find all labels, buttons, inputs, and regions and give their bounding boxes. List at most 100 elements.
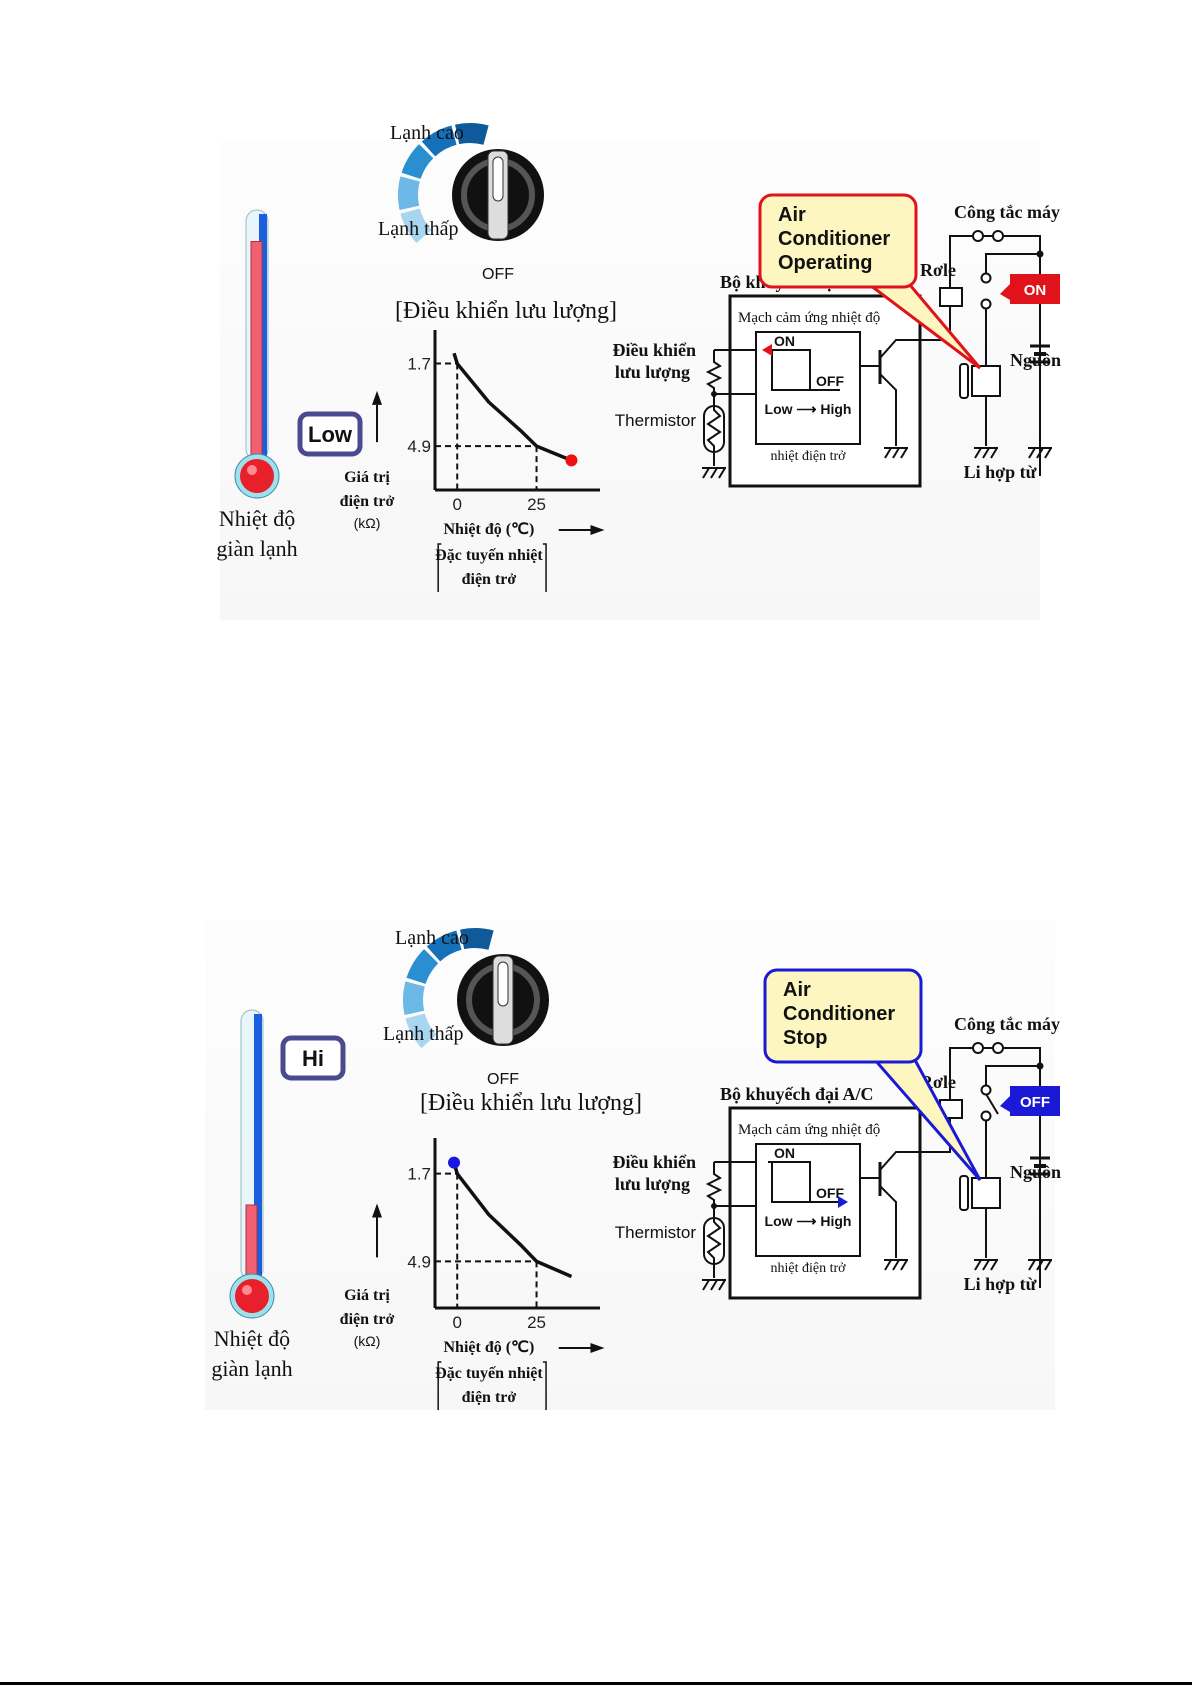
thermistor-ground xyxy=(702,1279,726,1291)
chart-series-line xyxy=(452,352,573,462)
sensing-circuit-label: Mạch cảm ứng nhiệt độ xyxy=(738,1122,880,1138)
clutch-ground xyxy=(974,1259,998,1271)
dial-scale-segment xyxy=(460,928,494,950)
chart-y-label-line1: Giá trị xyxy=(344,469,390,486)
dial-scale-segment xyxy=(406,949,439,984)
chart-caption-bracket-right xyxy=(542,543,547,592)
state-badge-label: Hi xyxy=(302,1046,324,1071)
chart-x-tick-label: 25 xyxy=(527,1313,546,1332)
chart-y-tick-label: 1.7 xyxy=(407,1165,431,1184)
ground-hatch xyxy=(884,447,892,459)
transistor-collector xyxy=(879,339,940,359)
chart-y-tick-label: 1.7 xyxy=(407,355,431,374)
chart-y-label-line2: điện trở xyxy=(340,1311,395,1328)
state-badge: Low xyxy=(297,411,363,457)
thermometer-tube-shade xyxy=(259,214,267,456)
dial-label-low: Lạnh thấp xyxy=(378,218,459,240)
chart-y-arrow-head xyxy=(372,390,382,405)
ground-hatch xyxy=(892,1259,900,1271)
switch-state-badge: OFF xyxy=(1000,1086,1060,1116)
dial-scale-segment xyxy=(405,1013,437,1049)
transistor-emitter xyxy=(879,1185,897,1258)
ground-hatch xyxy=(900,1259,908,1271)
chart-x-tick-label: 0 xyxy=(452,495,461,514)
variable-resistor-icon xyxy=(705,350,723,394)
clutch-ground xyxy=(974,447,998,459)
ground-hatch xyxy=(982,1259,990,1271)
chart-x-label: Nhiệt độ (℃) xyxy=(444,1339,535,1356)
thermometer-label-line2: giàn lạnh xyxy=(211,1356,292,1381)
machine-switch-label: Công tắc máy xyxy=(954,1014,1060,1034)
chart-x-tick-label: 0 xyxy=(452,1313,461,1332)
dial-label-high: Lạnh cao xyxy=(390,122,464,144)
switch-state-badge-label: OFF xyxy=(1020,1094,1050,1111)
relay-coil-icon xyxy=(939,287,963,307)
status-callout-line: Air xyxy=(778,204,806,226)
cooling-dial-icon xyxy=(403,928,549,1049)
state-badge-frame xyxy=(280,1035,346,1081)
hysteresis-state-arrow xyxy=(838,1196,848,1208)
clutch-label: Li hợp từ xyxy=(964,462,1037,482)
thermistor-zigzag xyxy=(706,1206,722,1278)
ground-hatch xyxy=(1036,447,1044,459)
ground-hatch xyxy=(702,1279,710,1291)
power-ground xyxy=(1028,1259,1052,1271)
cooling-dial-icon xyxy=(398,123,544,244)
relay-contact xyxy=(980,1110,992,1122)
ground-hatch xyxy=(990,447,998,459)
switch-state-badge: ON xyxy=(1000,274,1060,304)
ground-hatch xyxy=(1036,1259,1044,1271)
hysteresis-axis-label: Low ⟶ High xyxy=(765,401,852,417)
chart-x-label: Nhiệt độ (℃) xyxy=(444,521,535,538)
transistor-ground xyxy=(884,447,908,459)
ground-hatch xyxy=(710,1279,718,1291)
dial-label-off: OFF xyxy=(487,1071,519,1088)
machine-switch-contact xyxy=(972,230,984,242)
transistor-emitter xyxy=(879,373,897,446)
relay-switch-blade-open xyxy=(985,1093,999,1115)
ground-hatch xyxy=(974,1259,982,1271)
power-label: Nguồn xyxy=(1010,1162,1061,1182)
machine-switch-contact xyxy=(992,1042,1004,1054)
chart-caption-line2: điện trở xyxy=(462,571,517,588)
ground-hatch xyxy=(718,1279,726,1291)
dial-scale-segment xyxy=(455,123,489,145)
chart-caption-bracket-left xyxy=(437,1361,442,1410)
ground-hatch xyxy=(710,467,718,479)
thermistor-block-label: nhiệt điện trở xyxy=(770,1261,846,1276)
ground-hatch xyxy=(1044,1259,1052,1271)
page-bottom-rule xyxy=(0,1682,1192,1685)
state-badge-frame xyxy=(297,411,363,457)
hysteresis-off-label: OFF xyxy=(816,373,844,389)
thermometer-label-line1: Nhiệt độ xyxy=(219,506,295,531)
dial-label-low: Lạnh thấp xyxy=(383,1023,464,1045)
thermometer-label-line1: Nhiệt độ xyxy=(214,1326,290,1351)
chart-caption-line1: Đặc tuyến nhiệt xyxy=(435,547,543,564)
clutch-label: Li hợp từ xyxy=(964,1274,1037,1294)
thermometer-tube-shade xyxy=(254,1014,262,1276)
dial-knob-pointer xyxy=(492,156,504,202)
machine-switch-contact xyxy=(992,230,1004,242)
machine-switch-label: Công tắc máy xyxy=(954,202,1060,222)
status-callout-line: Conditioner xyxy=(783,1003,895,1025)
state-badge: Hi xyxy=(280,1035,346,1081)
status-callout-line: Air xyxy=(783,979,811,1001)
dial-scale-segment xyxy=(403,981,425,1015)
thermistor-block-label: nhiệt điện trở xyxy=(770,449,846,464)
chart-caption-bracket-right xyxy=(542,1361,547,1410)
chart-caption-line1: Đặc tuyến nhiệt xyxy=(435,1365,543,1382)
chart-highlight-point xyxy=(448,1156,461,1169)
transistor-ground xyxy=(884,1259,908,1271)
magnetic-clutch-plate xyxy=(959,363,969,399)
ground-hatch xyxy=(990,1259,998,1271)
flow-control-label-line2: lưu lượng xyxy=(615,1174,690,1194)
junction-dot xyxy=(1036,1062,1044,1070)
chart-caption-line2: điện trở xyxy=(462,1389,517,1406)
dial-label-high: Lạnh cao xyxy=(395,927,469,949)
thermometer-bulb xyxy=(235,1279,269,1313)
